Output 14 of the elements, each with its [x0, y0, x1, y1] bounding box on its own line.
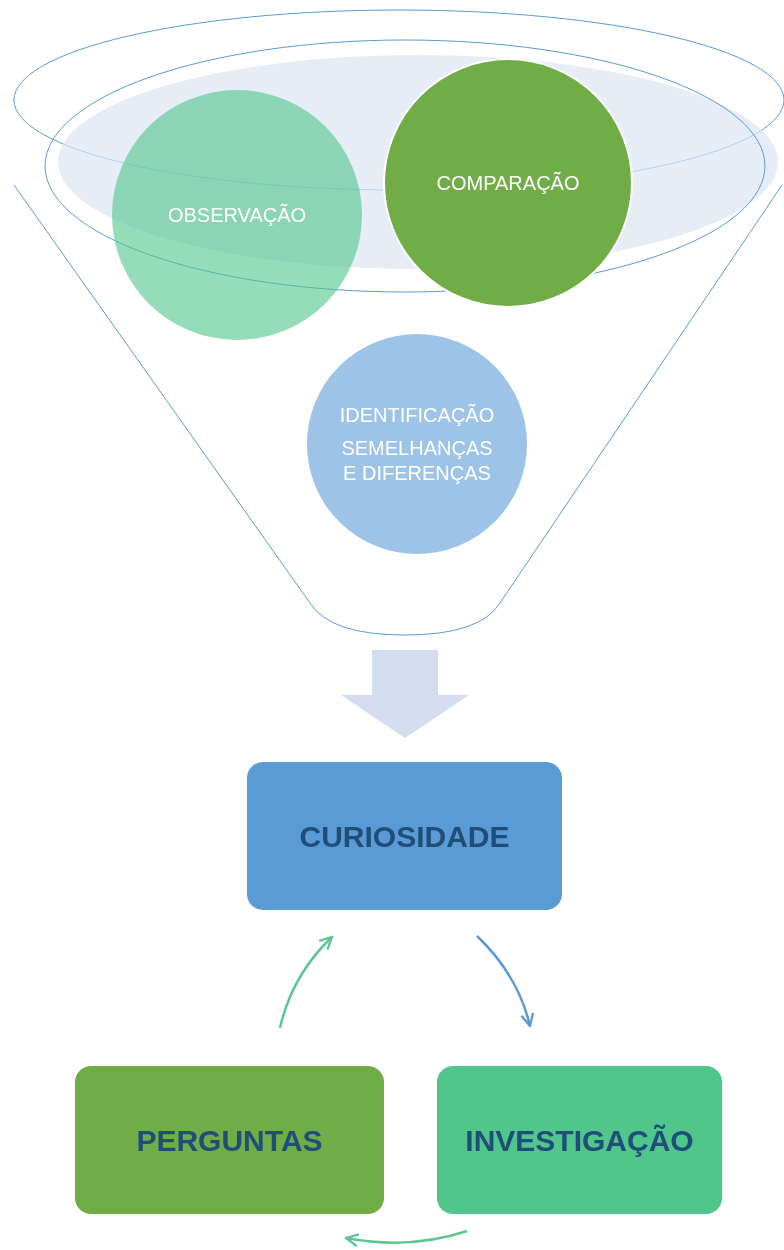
curved-arrow: [278, 935, 334, 1029]
process-box: [75, 1066, 384, 1214]
curved-arrow: [344, 1229, 468, 1248]
node-label: INVESTIGAÇÃO: [465, 1122, 694, 1159]
block-arrow: [341, 650, 469, 738]
node-label: IDENTIFICAÇÃO: [338, 402, 496, 428]
node-label: PERGUNTAS: [136, 1122, 323, 1159]
node-label: COMPARAÇÃO: [436, 170, 580, 196]
node-label: OBSERVAÇÃO: [167, 202, 307, 228]
curved-arrow: [476, 935, 534, 1028]
node-label: CURIOSIDADE: [299, 818, 510, 855]
process-box: [247, 762, 562, 910]
process-box: [437, 1066, 722, 1214]
node-label: SEMELHANÇAS E DIFERENÇAS: [340, 435, 494, 486]
